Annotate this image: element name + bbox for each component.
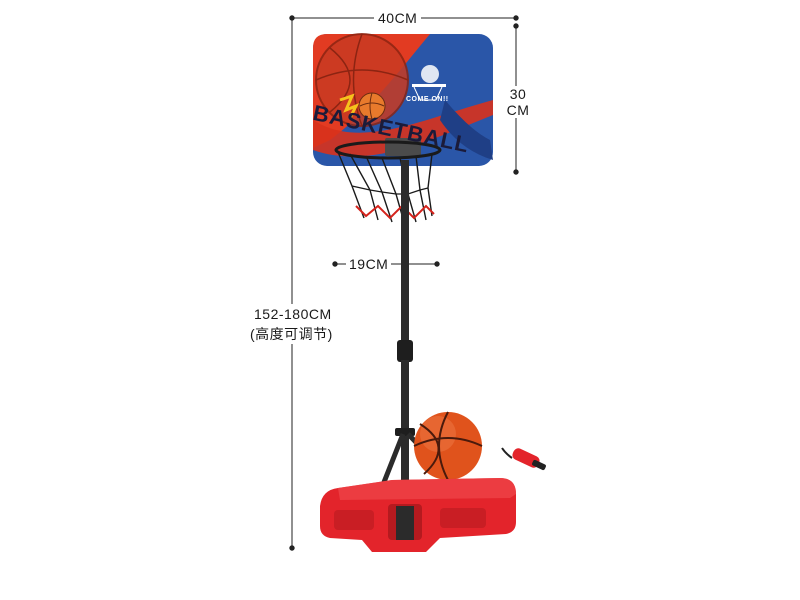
height-adjustable-note: (高度可调节)	[250, 324, 333, 344]
total-height-label: 152-180CM	[254, 304, 332, 324]
pump-icon	[501, 447, 546, 471]
hoop-net-icon	[334, 140, 442, 223]
base	[320, 478, 516, 552]
hoop-dimension-label: 19CM	[346, 256, 392, 272]
backboard-height-value: 30	[505, 86, 531, 102]
basketball-icon	[413, 411, 483, 481]
backboard-slogan: COME ON!!	[406, 96, 449, 103]
backboard-height-unit: CM	[505, 102, 531, 118]
width-dimension-label: 40CM	[374, 10, 422, 26]
